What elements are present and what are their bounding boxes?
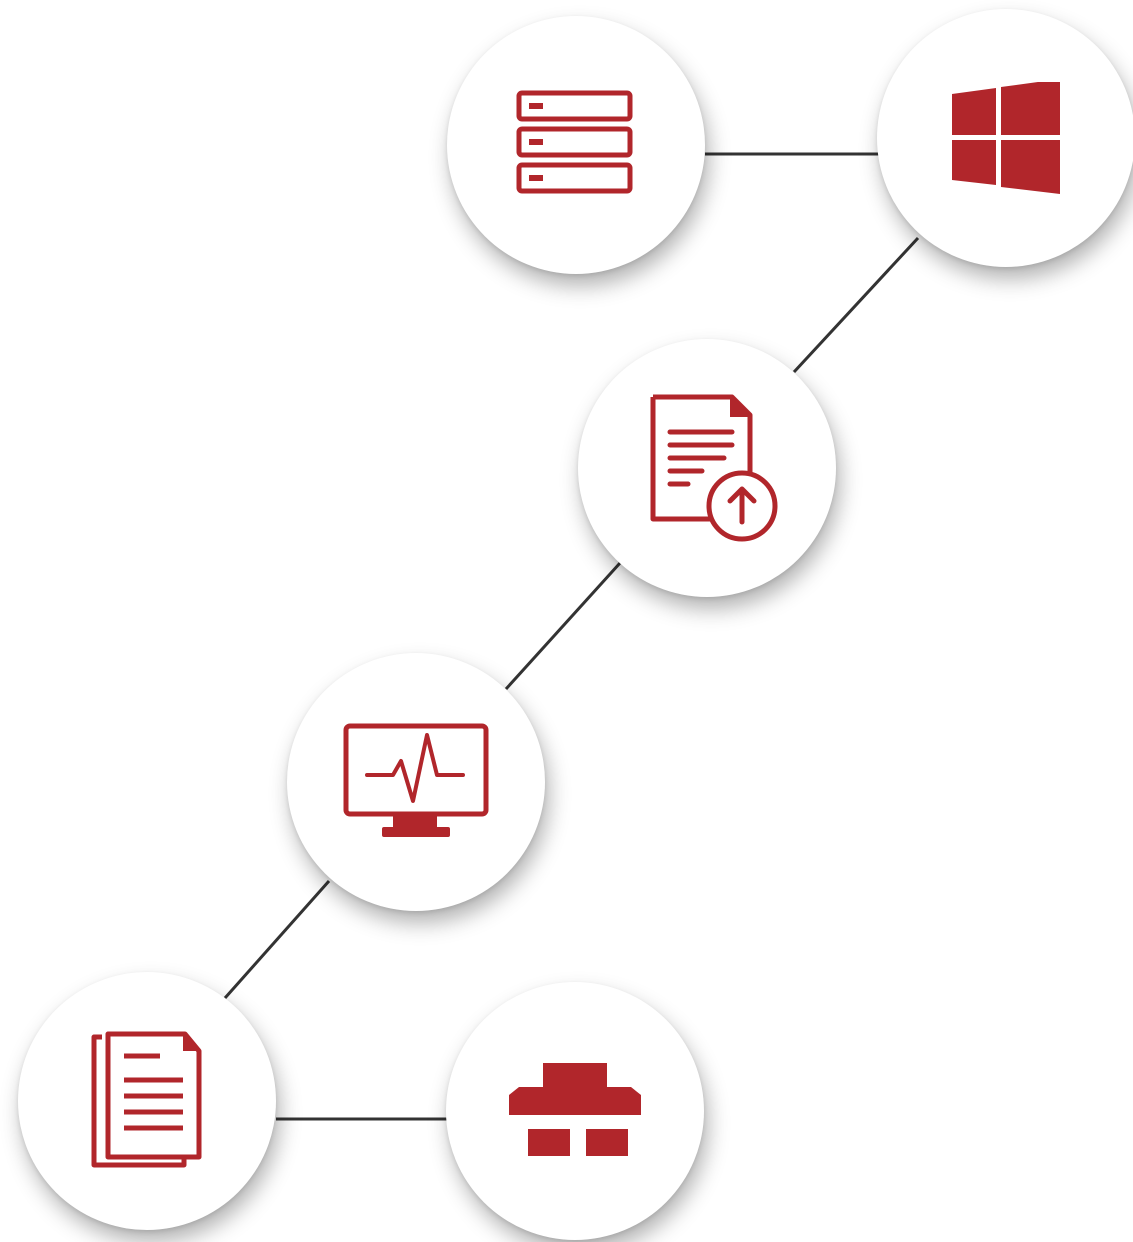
node-file-upload (578, 339, 836, 597)
node-documents (18, 972, 276, 1230)
node-monitor (287, 653, 545, 911)
connector-file-upload-monitor (504, 561, 622, 691)
documents-copy-icon (91, 1031, 202, 1168)
monitor-pulse-icon (343, 723, 489, 837)
node-network (446, 982, 704, 1240)
connector-monitor-documents (223, 880, 331, 999)
node-servers (447, 16, 705, 274)
document-upload-icon (650, 394, 778, 542)
node-windows (877, 9, 1133, 267)
network-hierarchy-icon (509, 1063, 641, 1156)
server-stack-icon (516, 90, 633, 194)
connector-windows-file-upload (792, 236, 920, 374)
windows-logo-icon (952, 82, 1060, 194)
